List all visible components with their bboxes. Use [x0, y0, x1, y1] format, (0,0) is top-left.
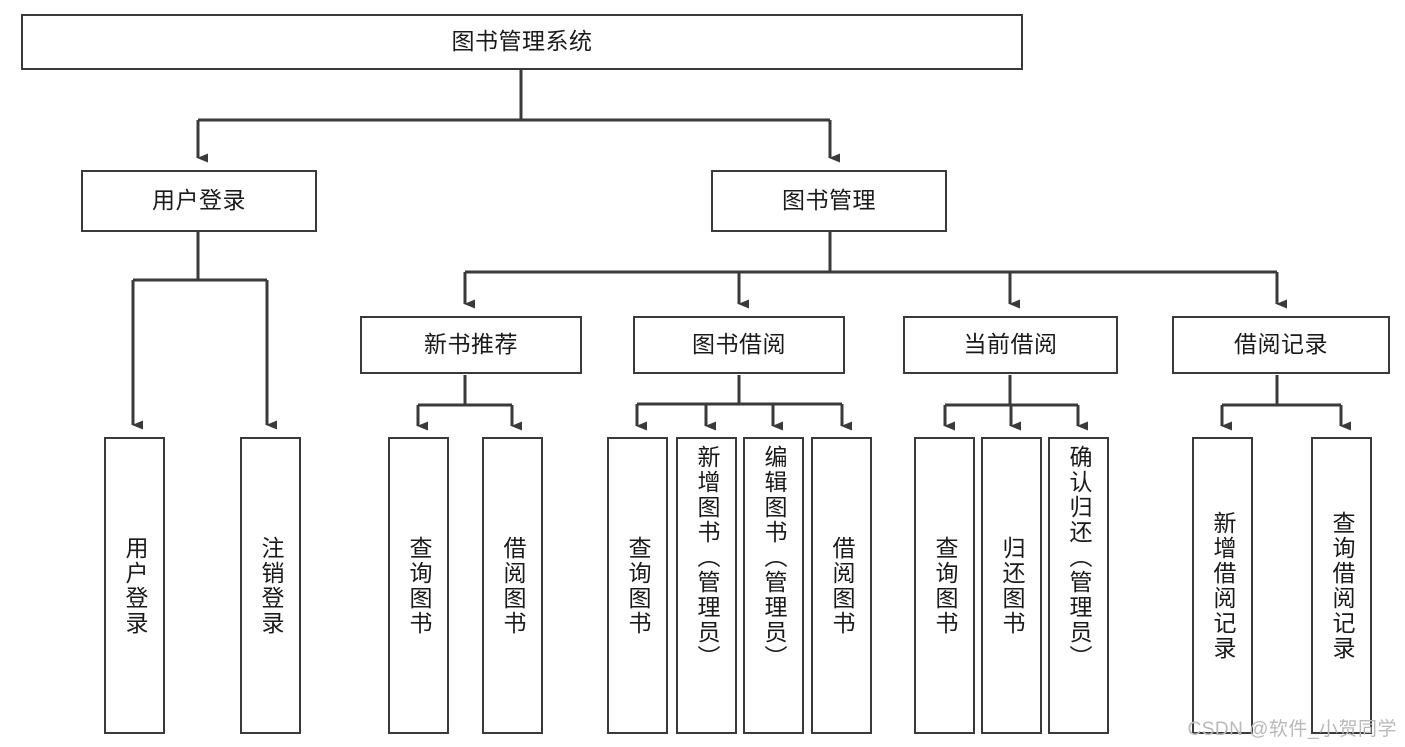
- node-borrow-record[interactable]: 借阅记录: [1172, 316, 1390, 374]
- node-leaf-borrow-book-1-label: 借阅图书: [500, 535, 526, 636]
- node-leaf-query-book-1[interactable]: 查询图书: [388, 437, 449, 734]
- node-leaf-borrow-book-1[interactable]: 借阅图书: [482, 437, 543, 734]
- node-leaf-edit-book-label: 编辑图书（管理员）: [761, 445, 787, 670]
- node-root-label: 图书管理系统: [451, 28, 593, 55]
- node-leaf-confirm-return[interactable]: 确认归还（管理员）: [1048, 437, 1109, 734]
- node-leaf-edit-book[interactable]: 编辑图书（管理员）: [743, 437, 804, 734]
- node-new-book-recommend[interactable]: 新书推荐: [360, 316, 582, 374]
- node-leaf-logout-login-label: 注销登录: [258, 535, 284, 636]
- node-leaf-add-book-label: 新增图书（管理员）: [694, 445, 720, 670]
- node-leaf-query-record[interactable]: 查询借阅记录: [1311, 437, 1372, 734]
- node-leaf-logout-login[interactable]: 注销登录: [240, 437, 301, 734]
- node-leaf-confirm-return-label: 确认归还（管理员）: [1066, 445, 1092, 670]
- node-leaf-query-book-1-label: 查询图书: [406, 535, 432, 636]
- node-leaf-borrow-book-2-label: 借阅图书: [829, 535, 855, 636]
- node-current-borrow-label: 当前借阅: [963, 331, 1058, 358]
- node-leaf-query-book-2-label: 查询图书: [625, 535, 651, 636]
- node-leaf-add-record-label: 新增借阅记录: [1210, 510, 1236, 661]
- node-leaf-user-login-label: 用户登录: [122, 535, 148, 636]
- node-user-login[interactable]: 用户登录: [81, 170, 317, 232]
- node-leaf-add-book[interactable]: 新增图书（管理员）: [676, 437, 737, 734]
- node-book-manage[interactable]: 图书管理: [711, 170, 947, 232]
- node-user-login-label: 用户登录: [152, 187, 246, 214]
- node-leaf-add-record[interactable]: 新增借阅记录: [1192, 437, 1253, 734]
- node-leaf-return-book-label: 归还图书: [999, 535, 1025, 636]
- node-leaf-user-login[interactable]: 用户登录: [104, 437, 165, 734]
- node-leaf-borrow-book-2[interactable]: 借阅图书: [811, 437, 872, 734]
- node-leaf-query-book-3-label: 查询图书: [932, 535, 958, 636]
- node-leaf-query-book-3[interactable]: 查询图书: [914, 437, 975, 734]
- node-book-manage-label: 图书管理: [782, 187, 876, 214]
- node-leaf-query-record-label: 查询借阅记录: [1329, 510, 1355, 661]
- node-borrow-record-label: 借阅记录: [1234, 331, 1328, 358]
- node-book-borrow-label: 图书借阅: [692, 331, 786, 358]
- node-leaf-return-book[interactable]: 归还图书: [981, 437, 1042, 734]
- node-book-borrow[interactable]: 图书借阅: [633, 316, 845, 374]
- node-new-book-recommend-label: 新书推荐: [424, 331, 518, 358]
- node-root[interactable]: 图书管理系统: [21, 14, 1023, 70]
- node-current-borrow[interactable]: 当前借阅: [903, 316, 1118, 374]
- node-leaf-query-book-2[interactable]: 查询图书: [607, 437, 668, 734]
